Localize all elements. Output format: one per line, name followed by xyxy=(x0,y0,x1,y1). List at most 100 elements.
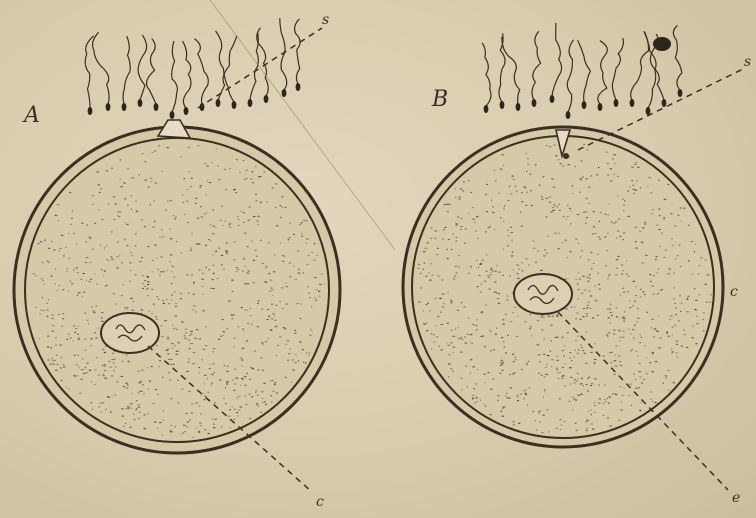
cytoplasm-granule xyxy=(453,234,454,235)
cytoplasm-granule xyxy=(485,194,487,195)
cytoplasm-granule xyxy=(194,338,196,339)
cytoplasm-granule xyxy=(468,180,469,181)
cytoplasm-granule xyxy=(461,337,462,338)
cytoplasm-granule xyxy=(222,335,223,336)
cytoplasm-granule xyxy=(190,331,193,332)
cytoplasm-granule xyxy=(262,344,263,345)
cytoplasm-granule xyxy=(257,370,259,371)
cytoplasm-granule xyxy=(578,298,580,299)
cytoplasm-granule xyxy=(494,170,495,171)
cytoplasm-granule xyxy=(132,301,134,302)
cytoplasm-granule xyxy=(300,303,302,304)
cytoplasm-granule xyxy=(170,200,172,201)
cytoplasm-granule xyxy=(500,362,502,363)
cytoplasm-granule xyxy=(557,206,558,207)
cytoplasm-granule xyxy=(658,209,660,210)
cytoplasm-granule xyxy=(41,310,43,311)
cytoplasm-granule xyxy=(610,304,612,305)
cytoplasm-granule xyxy=(477,369,478,370)
cytoplasm-granule xyxy=(660,246,661,247)
cytoplasm-granule xyxy=(542,315,544,316)
cytoplasm-granule xyxy=(226,381,229,382)
sperm-tail xyxy=(138,35,147,100)
cytoplasm-granule xyxy=(556,316,558,317)
cytoplasm-granule xyxy=(535,262,537,263)
cytoplasm-granule xyxy=(585,421,587,422)
cytoplasm-granule xyxy=(312,252,313,253)
cytoplasm-granule xyxy=(507,230,508,231)
cytoplasm-granule xyxy=(487,227,489,228)
cytoplasm-granule xyxy=(418,264,420,265)
cytoplasm-granule xyxy=(197,329,198,330)
cytoplasm-granule xyxy=(586,307,589,308)
cytoplasm-granule xyxy=(211,374,213,375)
cytoplasm-granule xyxy=(221,255,223,256)
cytoplasm-granule xyxy=(618,219,620,220)
cytoplasm-granule xyxy=(184,338,186,339)
cytoplasm-granule xyxy=(516,396,519,397)
cytoplasm-granule xyxy=(249,394,251,395)
cytoplasm-granule xyxy=(530,326,532,327)
cytoplasm-granule xyxy=(66,387,67,388)
sperm-head xyxy=(516,103,521,111)
cytoplasm-granule xyxy=(630,307,632,308)
cytoplasm-granule xyxy=(480,336,482,337)
cytoplasm-granule xyxy=(264,401,266,402)
cytoplasm-granule xyxy=(518,278,519,279)
ink-blot xyxy=(653,37,671,51)
cytoplasm-granule xyxy=(552,210,555,211)
sperm-tail xyxy=(612,38,623,100)
cytoplasm-granule xyxy=(492,379,494,380)
cytoplasm-granule xyxy=(474,222,475,223)
cytoplasm-granule xyxy=(525,187,526,188)
cytoplasm-granule xyxy=(66,339,68,340)
cytoplasm-granule xyxy=(250,178,252,179)
sperm-head xyxy=(296,83,301,91)
cytoplasm-granule xyxy=(535,420,536,421)
cytoplasm-granule xyxy=(51,241,53,242)
cytoplasm-granule xyxy=(455,329,456,330)
cytoplasm-granule xyxy=(596,301,597,302)
cytoplasm-granule xyxy=(270,395,272,396)
cytoplasm-granule xyxy=(560,419,562,420)
cytoplasm-granule xyxy=(171,300,172,301)
cytoplasm-granule xyxy=(544,376,546,377)
cytoplasm-granule xyxy=(55,345,57,346)
cytoplasm-granule xyxy=(243,212,245,213)
cytoplasm-granule xyxy=(285,377,287,378)
cytoplasm-granule xyxy=(183,425,186,426)
cytoplasm-granule xyxy=(658,180,660,181)
cytoplasm-granule xyxy=(546,364,547,365)
cytoplasm-granule xyxy=(205,326,207,327)
cytoplasm-granule xyxy=(47,336,49,337)
cytoplasm-granule xyxy=(175,426,177,427)
cytoplasm-granule xyxy=(680,311,681,312)
cytoplasm-granule xyxy=(234,338,236,339)
cytoplasm-granule xyxy=(180,293,182,294)
cytoplasm-granule xyxy=(490,269,492,270)
cytoplasm-granule xyxy=(186,413,188,414)
cytoplasm-granule xyxy=(496,328,497,329)
cytoplasm-granule xyxy=(280,205,282,206)
cytoplasm-granule xyxy=(286,286,288,287)
cytoplasm-granule xyxy=(584,353,586,354)
cytoplasm-granule xyxy=(449,204,451,205)
cytoplasm-granule xyxy=(636,351,637,352)
cytoplasm-granule xyxy=(99,245,101,246)
cytoplasm-granule xyxy=(52,358,53,359)
cytoplasm-granule xyxy=(132,177,135,178)
cytoplasm-granule xyxy=(598,284,600,285)
cytoplasm-granule xyxy=(139,391,141,392)
cytoplasm-granule xyxy=(664,199,665,200)
cytoplasm-granule xyxy=(417,268,419,269)
label-b-nucleus: e xyxy=(732,490,740,506)
cytoplasm-granule xyxy=(124,222,125,223)
cytoplasm-granule xyxy=(665,375,667,376)
cytoplasm-granule xyxy=(591,383,593,384)
cytoplasm-granule xyxy=(467,386,468,387)
cytoplasm-granule xyxy=(464,337,466,338)
cytoplasm-granule xyxy=(588,377,590,378)
cytoplasm-granule xyxy=(529,174,531,175)
cytoplasm-granule xyxy=(618,196,619,197)
cytoplasm-granule xyxy=(125,408,126,409)
